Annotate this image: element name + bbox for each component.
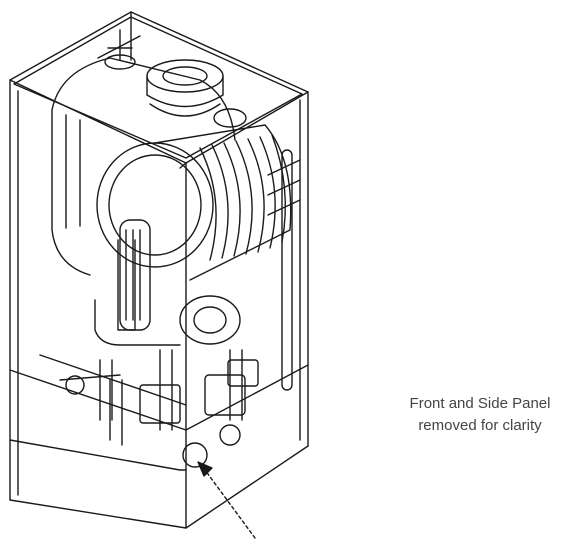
caption-line-2: removed for clarity <box>418 417 542 434</box>
caption: Front and Side Panel removed for clarity <box>380 393 575 437</box>
indicator-arrow <box>197 461 256 539</box>
flue-turret <box>146 59 247 128</box>
valve-modules <box>59 359 259 468</box>
side-slots <box>267 149 301 391</box>
casing-frame <box>9 11 309 529</box>
expansion-vessel <box>51 29 236 276</box>
pipe-assembly <box>94 219 243 431</box>
caption-line-1: Front and Side Panel <box>409 395 551 412</box>
